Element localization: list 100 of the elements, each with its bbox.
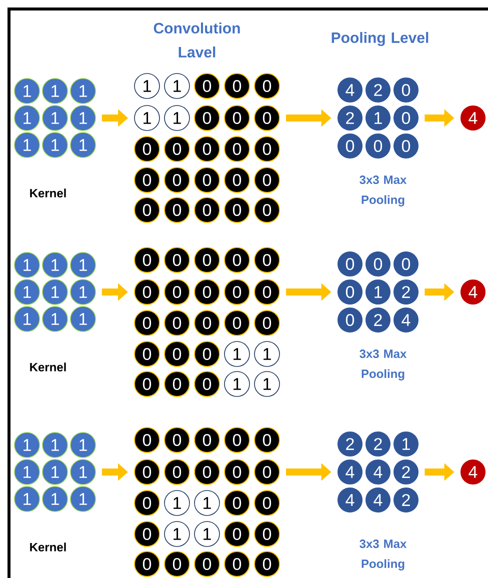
input-cell: 0 xyxy=(164,247,190,273)
input-cell: 0 xyxy=(224,197,250,223)
pooled-cell: 4 xyxy=(394,308,418,332)
pooled-cell: 0 xyxy=(394,134,418,158)
kernel-cell: 1 xyxy=(14,105,40,131)
kernel-cell: 1 xyxy=(70,306,96,332)
kernel-cell: 1 xyxy=(70,252,96,278)
input-cell: 0 xyxy=(254,247,280,273)
kernel-cell: 1 xyxy=(14,132,40,158)
kernel-cell: 1 xyxy=(70,78,96,104)
input-cell: 0 xyxy=(164,341,190,367)
input-cell: 1 xyxy=(194,490,220,516)
kernel-cell: 1 xyxy=(42,78,68,104)
pooled-cell: 0 xyxy=(394,252,418,276)
input-cell: 0 xyxy=(194,551,220,577)
input-cell: 0 xyxy=(254,197,280,223)
pooled-cell: 2 xyxy=(366,78,390,102)
input-cell: 0 xyxy=(254,427,280,453)
input-cell: 0 xyxy=(254,73,280,99)
kernel-cell: 1 xyxy=(70,132,96,158)
input-cell: 0 xyxy=(224,136,250,162)
kernel-cell: 1 xyxy=(70,459,96,485)
pooled-cell: 0 xyxy=(338,308,362,332)
input-cell: 0 xyxy=(194,247,220,273)
pooled-cell: 1 xyxy=(366,280,390,304)
input-cell: 0 xyxy=(194,310,220,336)
kernel-cell: 1 xyxy=(70,279,96,305)
input-cell: 0 xyxy=(164,459,190,485)
input-cell: 0 xyxy=(164,551,190,577)
input-cell: 0 xyxy=(254,551,280,577)
input-cell: 1 xyxy=(194,521,220,547)
input-cell: 0 xyxy=(134,427,160,453)
input-cell: 1 xyxy=(164,73,190,99)
pooled-cell: 4 xyxy=(338,460,362,484)
pooled-cell: 2 xyxy=(366,432,390,456)
pooled-cell: 1 xyxy=(366,106,390,130)
input-cell: 0 xyxy=(194,73,220,99)
input-cell: 0 xyxy=(134,490,160,516)
input-cell: 0 xyxy=(134,279,160,305)
pooled-cell: 2 xyxy=(394,280,418,304)
input-cell: 0 xyxy=(194,167,220,193)
input-cell: 0 xyxy=(164,167,190,193)
pooled-cell: 0 xyxy=(366,252,390,276)
input-cell: 0 xyxy=(134,247,160,273)
input-cell: 0 xyxy=(134,310,160,336)
input-cell: 0 xyxy=(254,310,280,336)
pooled-cell: 0 xyxy=(394,106,418,130)
input-cell: 1 xyxy=(134,73,160,99)
input-cell: 0 xyxy=(134,371,160,397)
input-cell: 0 xyxy=(254,279,280,305)
input-cell: 1 xyxy=(134,105,160,131)
input-cell: 0 xyxy=(254,167,280,193)
input-cell: 0 xyxy=(254,490,280,516)
kernel-cell: 1 xyxy=(42,252,68,278)
kernel-cell: 1 xyxy=(14,279,40,305)
input-cell: 0 xyxy=(254,521,280,547)
input-cell: 0 xyxy=(164,136,190,162)
input-cell: 0 xyxy=(224,521,250,547)
kernel-cell: 1 xyxy=(14,78,40,104)
input-cell: 0 xyxy=(224,73,250,99)
input-cell: 0 xyxy=(224,310,250,336)
kernel-label: Kernel xyxy=(30,362,66,372)
input-cell: 0 xyxy=(194,279,220,305)
input-cell: 0 xyxy=(254,459,280,485)
input-cell: 0 xyxy=(224,490,250,516)
input-cell: 1 xyxy=(254,371,280,397)
kernel-cell: 1 xyxy=(14,252,40,278)
input-cell: 0 xyxy=(164,427,190,453)
kernel-cell: 1 xyxy=(70,486,96,512)
input-cell: 0 xyxy=(134,459,160,485)
pooled-cell: 0 xyxy=(394,78,418,102)
pooled-cell: 2 xyxy=(366,308,390,332)
input-cell: 0 xyxy=(194,459,220,485)
kernel-cell: 1 xyxy=(70,432,96,458)
kernel-cell: 1 xyxy=(42,306,68,332)
pooling-caption: 3x3 Max Pooling xyxy=(360,540,407,570)
pooled-cell: 0 xyxy=(338,280,362,304)
kernel-cell: 1 xyxy=(42,279,68,305)
input-cell: 0 xyxy=(224,427,250,453)
pooled-cell: 2 xyxy=(338,432,362,456)
input-cell: 0 xyxy=(254,136,280,162)
kernel-cell: 1 xyxy=(42,132,68,158)
pooling-caption: 3x3 Max Pooling xyxy=(360,176,407,206)
pooled-cell: 0 xyxy=(338,134,362,158)
column-heading: Pooling Level xyxy=(332,32,428,46)
kernel-cell: 1 xyxy=(14,459,40,485)
kernel-cell: 1 xyxy=(42,105,68,131)
input-cell: 0 xyxy=(194,105,220,131)
input-cell: 0 xyxy=(164,371,190,397)
kernel-label: Kernel xyxy=(30,188,66,198)
pooled-cell: 0 xyxy=(338,252,362,276)
input-cell: 0 xyxy=(224,247,250,273)
kernel-cell: 1 xyxy=(70,105,96,131)
input-cell: 0 xyxy=(164,279,190,305)
input-cell: 0 xyxy=(134,551,160,577)
pooled-cell: 4 xyxy=(338,488,362,512)
pooled-cell: 2 xyxy=(394,460,418,484)
input-cell: 1 xyxy=(224,371,250,397)
input-cell: 0 xyxy=(224,167,250,193)
input-cell: 0 xyxy=(134,521,160,547)
